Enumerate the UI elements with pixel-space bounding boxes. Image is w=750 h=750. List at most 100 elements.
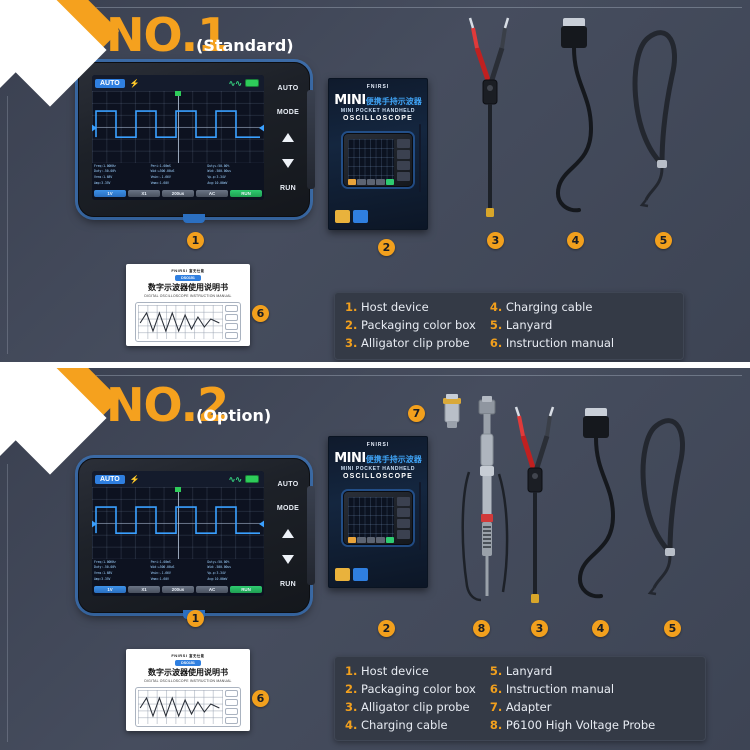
softkey-coupling[interactable]: AC	[196, 585, 228, 593]
screen-statusbar: AUTO ⚡ ∿∿	[92, 471, 264, 488]
measurement-value: Duty:-50.00%	[94, 565, 116, 570]
softkey-voltage[interactable]: 1V	[94, 189, 126, 197]
softkey-timebase[interactable]: 200us	[162, 189, 194, 197]
legend-item: 1. Host device	[345, 300, 429, 314]
key-down-icon[interactable]	[282, 555, 294, 565]
package-mini-title: MINI便携手持示波器	[334, 450, 422, 466]
status-mode-badge: AUTO	[95, 78, 125, 88]
softkey-coupling[interactable]: AC	[196, 189, 228, 197]
trigger-icon: ⚡	[129, 474, 140, 484]
key-auto[interactable]: AUTO	[277, 480, 299, 488]
device-side-rail	[307, 89, 315, 190]
measurement-value: Vrms:1.68V	[94, 175, 113, 180]
manual-cover-figure	[134, 302, 242, 342]
alligator-clip-probe-no1[interactable]	[455, 14, 525, 219]
item-badge-2: 2	[378, 620, 395, 637]
waveform-grid	[92, 91, 264, 163]
square-wave-trace	[95, 110, 260, 139]
measurement-value: Duty+:50.00%	[207, 163, 230, 168]
measurement-value: Duty+:50.00%	[207, 559, 230, 564]
measurement-value: Vp-p:3.34V	[207, 571, 226, 576]
item-badge-7: 7	[408, 405, 425, 422]
key-run[interactable]: RUN	[279, 581, 297, 589]
key-run[interactable]: RUN	[279, 185, 297, 193]
section-subtitle-no1: (Standard)	[196, 36, 294, 55]
device-keypad[interactable]: AUTO MODE RUN	[270, 472, 306, 597]
softkey-probe[interactable]: X1	[128, 585, 160, 593]
channel-marker-left	[92, 519, 97, 528]
section-title-no1: NO.1	[106, 8, 229, 62]
key-up-icon[interactable]	[282, 132, 294, 142]
item-badge-6: 6	[252, 305, 269, 322]
package-line2: MINI POCKET HANDHELD	[340, 465, 416, 472]
item-badge-1: 1	[187, 232, 204, 249]
waveform-icon: ∿∿	[228, 474, 242, 484]
lanyard-no1[interactable]	[622, 14, 692, 219]
legend-item: 3. Alligator clip probe	[345, 335, 470, 350]
manual-title-cn: 数字示波器使用说明书	[148, 668, 228, 677]
package-device-image	[342, 491, 414, 545]
host-device-no2[interactable]: AUTO ⚡ ∿∿ Freq:1.00KHz Duty:-50.00% Vrms…	[78, 458, 315, 619]
packaging-color-box-no1[interactable]: FNIRSI MINI便携手持示波器 MINI POCKET HANDHELD …	[328, 78, 428, 230]
p6100-high-voltage-probe[interactable]	[455, 396, 525, 611]
package-cable-art	[419, 482, 422, 550]
adapter-no2[interactable]	[432, 392, 472, 432]
legend-item: 8. P6100 High Voltage Probe	[489, 717, 656, 732]
key-down-icon[interactable]	[282, 159, 294, 169]
instruction-manual-no1[interactable]: FNIRSI 富无仕能 DSO151 数字示波器使用说明书 DIGITAL OS…	[126, 264, 250, 346]
screen-statusbar: AUTO ⚡ ∿∿	[92, 75, 264, 92]
softkey-voltage[interactable]: 1V	[94, 585, 126, 593]
section-title-no2: NO.2	[106, 378, 229, 432]
section-no2-panel: NO.2 (Option) AUTO ⚡ ∿∿	[0, 368, 750, 750]
host-device-no1[interactable]: AUTO ⚡ ∿∿ Freq:1.00KHz Duty:-50.00% Vrms…	[78, 62, 315, 223]
measurement-column-1: Freq:1.00KHz Duty:-50.00% Vrms:1.68V Amp…	[94, 560, 149, 583]
measurement-value: Peri:1.00mS	[150, 559, 171, 564]
section-subtitle-no2: (Option)	[196, 406, 272, 425]
charging-cable-no1[interactable]	[545, 14, 605, 219]
screen-softkeys[interactable]: 1V X1 200us AC RUN	[92, 186, 264, 200]
waveform-grid	[92, 487, 264, 559]
package-cable-art	[419, 124, 422, 192]
legend-item: 5. Lanyard	[489, 317, 553, 332]
manual-brand: FNIRSI 富无仕能	[171, 268, 205, 273]
lanyard-no2[interactable]	[630, 404, 700, 604]
oscilloscope-screen[interactable]: AUTO ⚡ ∿∿ Freq:1.00KHz Duty:-50.00% Vrms…	[92, 75, 264, 200]
softkey-timebase[interactable]: 200us	[162, 585, 194, 593]
packaging-color-box-no2[interactable]: FNIRSI MINI便携手持示波器 MINI POCKET HANDHELD …	[328, 436, 428, 588]
softkey-run[interactable]: RUN	[230, 189, 262, 197]
package-feature-badges	[334, 568, 368, 581]
measurement-value: Vrms:1.68V	[94, 571, 113, 576]
measurement-value: Duty:-50.00%	[94, 169, 116, 174]
manual-model-badge: DSO151	[175, 275, 201, 281]
oscilloscope-screen[interactable]: AUTO ⚡ ∿∿ Freq:1.00KHz Duty:-50.00% Vrms…	[92, 471, 264, 596]
battery-icon	[245, 475, 259, 484]
legend-column-2: 5. Lanyard 6. Instruction manual 7. Adap…	[490, 664, 655, 733]
softkey-probe[interactable]: X1	[128, 189, 160, 197]
corner-accent-no2	[0, 368, 120, 488]
legend-no1: 1. Host device 2. Packaging color box 3.…	[334, 292, 684, 360]
charging-cable-no2[interactable]	[565, 404, 627, 604]
measurement-value: Peri:1.00mS	[150, 163, 171, 168]
softkey-run[interactable]: RUN	[230, 585, 262, 593]
power-button[interactable]	[183, 214, 205, 223]
key-auto[interactable]: AUTO	[277, 84, 299, 92]
item-badge-6: 6	[252, 690, 269, 707]
trigger-icon: ⚡	[129, 78, 140, 88]
package-line3: OSCILLOSCOPE	[342, 473, 414, 480]
item-badge-3: 3	[531, 620, 548, 637]
corner-accent-no1	[0, 0, 120, 120]
legend-item: 4. Charging cable	[489, 300, 593, 314]
key-mode[interactable]: MODE	[276, 504, 300, 512]
item-badge-4: 4	[592, 620, 609, 637]
device-keypad[interactable]: AUTO MODE RUN	[270, 76, 306, 201]
key-mode[interactable]: MODE	[276, 108, 300, 116]
screen-softkeys[interactable]: 1V X1 200us AC RUN	[92, 582, 264, 596]
alligator-clip-probe-no2[interactable]	[505, 404, 565, 604]
trigger-marker	[175, 487, 181, 493]
key-up-icon[interactable]	[282, 528, 294, 538]
package-feature-badges	[334, 210, 368, 223]
channel-marker-right	[259, 123, 264, 132]
instruction-manual-no2[interactable]: FNIRSI 富无仕能 DSO151 数字示波器使用说明书 DIGITAL OS…	[126, 649, 250, 731]
manual-title-en: DIGITAL OSCILLOSCOPE INSTRUCTION MANUAL	[144, 294, 232, 298]
measurement-value: Avg:10.00mV	[207, 576, 228, 581]
